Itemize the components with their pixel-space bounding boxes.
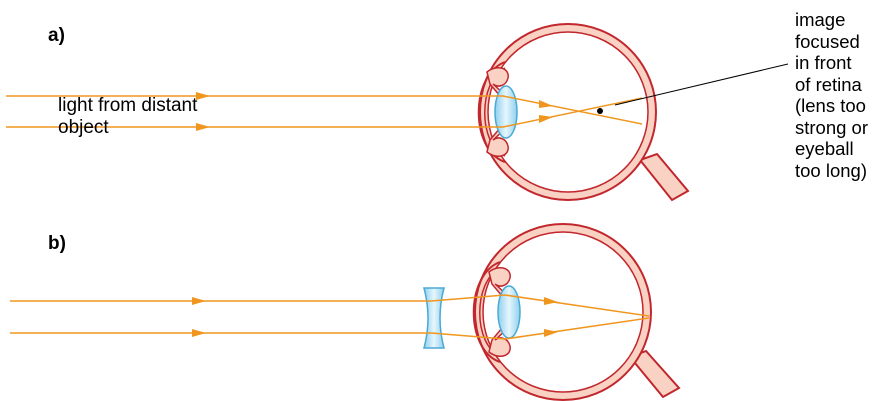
- ray-arrow-b2: [192, 329, 206, 337]
- myopia-annotation: image focused in front of retina (lens t…: [795, 9, 868, 181]
- annotation-line: focused: [795, 31, 868, 53]
- concave-lens: [424, 288, 444, 348]
- annotation-line: eyeball: [795, 138, 868, 160]
- annotation-line: in front: [795, 52, 868, 74]
- ray-label-line-2: object: [58, 117, 197, 139]
- ray-arrow-a2: [196, 123, 210, 131]
- annotation-line: strong or: [795, 117, 868, 139]
- annotation-line: of retina: [795, 74, 868, 96]
- focal-point-a: [597, 108, 603, 114]
- ray-label: light from distant object: [58, 95, 197, 139]
- crystalline-lens-a: [495, 86, 517, 138]
- annotation-line: (lens too: [795, 95, 868, 117]
- crystalline-lens-b: [498, 286, 520, 338]
- eye-b: [474, 224, 679, 400]
- annotation-line: too long): [795, 160, 868, 182]
- optic-nerve-a: [640, 154, 688, 200]
- ray-arrow-a1: [196, 92, 210, 100]
- annotation-line: image: [795, 9, 868, 31]
- ray-arrow-b1: [192, 297, 206, 305]
- ray-label-line-1: light from distant: [58, 95, 197, 117]
- panel-b-label: b): [48, 234, 66, 253]
- panel-a-label: a): [48, 26, 65, 45]
